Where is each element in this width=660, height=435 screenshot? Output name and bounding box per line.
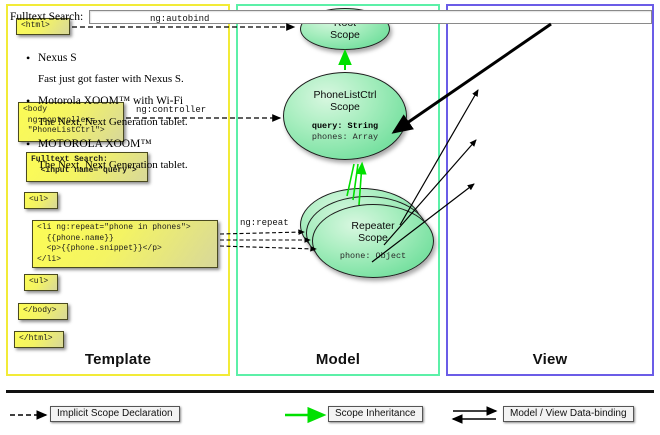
scope-phonelistctrl-prop-phones: phones: Array [311,131,379,142]
scope-repeater-title-line2: Scope [358,231,388,244]
view-list-item: Nexus S Fast just got faster with Nexus … [10,51,652,85]
panel-model-label: Model [315,351,361,368]
legend-entry-implicit-scope-declaration: Implicit Scope Declaration [50,406,180,422]
template-box-fulltext-search: Fulltext Search: <input name="query"> [26,152,148,182]
scope-repeater-title-line1: Repeater [351,219,395,232]
connector-label-repeat: ng:repeat [240,218,289,228]
view-item-name: Motorola XOOM™ with Wi-Fi [10,94,652,109]
scope-phonelistctrl-props: query: String phones: Array [312,121,378,143]
scope-repeater-prop-phone: phone: Object [339,251,407,262]
scope-phonelistctrl-prop-query: query: String [311,120,379,131]
view-rendered-page: Fulltext Search: Nexus S Fast just got f… [10,10,652,181]
view-search-input[interactable] [89,10,652,24]
legend-label-implicit-scope-declaration: Implicit Scope Declaration [50,406,180,422]
panel-template-label: Template [84,351,152,368]
connector-label-autobind: ng:autobind [150,14,210,24]
scope-repeater-props: phone: Object [340,251,406,262]
scope-repeater: Repeater Scope phone: Object [312,204,434,278]
legend-label-model-view-data-binding: Model / View Data-binding [503,406,634,422]
template-box-body-close: </body> [18,303,68,320]
panel-view-label: View [532,351,568,368]
view-item-name: Nexus S [10,51,652,66]
view-search-label: Fulltext Search: [10,11,84,23]
view-item-name: MOTOROLA XOOM™ [10,137,652,152]
template-box-html-open: <html> [16,18,70,35]
legend: Implicit Scope Declaration Scope Inherit… [0,400,660,432]
connector-label-controller: ng:controller [136,105,207,115]
view-search-row: Fulltext Search: [10,10,652,24]
template-box-ul-open: <ul> [24,192,58,209]
view-phone-list: Nexus S Fast just got faster with Nexus … [10,51,652,171]
legend-divider [6,390,654,393]
legend-entry-model-view-data-binding: Model / View Data-binding [503,406,634,422]
legend-label-scope-inheritance: Scope Inheritance [328,406,423,422]
view-item-snippet: The Next, Next Generation tablet. [38,116,188,128]
template-box-li-repeat: <li ng:repeat="phone in phones"> {{phone… [32,220,218,268]
view-item-snippet: The Next, Next Generation tablet. [38,159,188,171]
view-list-item: Motorola XOOM™ with Wi-Fi The Next, Next… [10,94,652,128]
view-list-item: MOTOROLA XOOM™ The Next, Next Generation… [10,137,652,171]
view-item-snippet: Fast just got faster with Nexus S. [38,73,184,85]
legend-entry-scope-inheritance: Scope Inheritance [328,406,423,422]
template-box-html-close: </html> [14,331,64,348]
scope-root-title-line2: Scope [330,29,360,41]
template-box-ul-close: <ul> [24,274,58,291]
